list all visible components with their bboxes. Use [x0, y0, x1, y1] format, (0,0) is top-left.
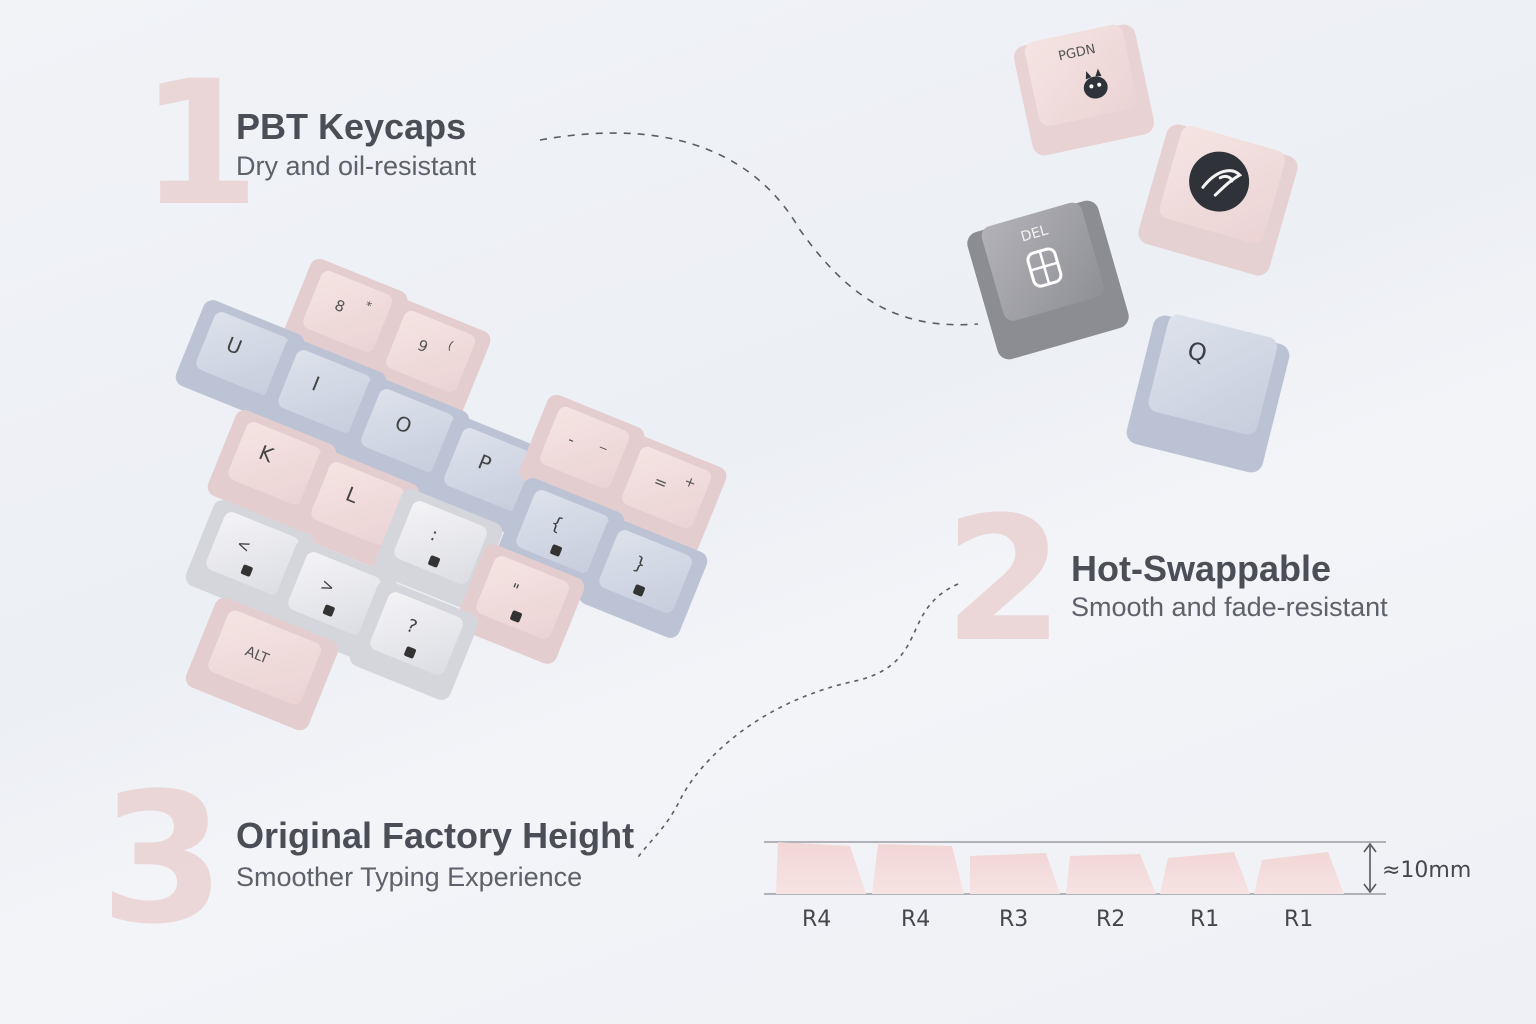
row-label-1: R4 — [802, 907, 831, 932]
svg-text:>: > — [318, 575, 338, 598]
connector-line-2 — [635, 583, 959, 861]
height-label: ≈10mm — [1382, 858, 1471, 883]
svg-text:*: * — [363, 298, 374, 313]
feature-number-1: 1 — [140, 43, 260, 244]
keycap-quote: " — [455, 544, 585, 664]
floating-keycap-q: Q — [1126, 314, 1290, 473]
connector-line-1 — [539, 132, 979, 326]
profile-keycap-r4-a — [776, 842, 866, 894]
keycap-equal: = + — [601, 434, 727, 554]
row-label-2: R4 — [901, 907, 930, 932]
svg-text:DEL: DEL — [1019, 222, 1050, 245]
feature-subtitle-1: Dry and oil-resistant — [236, 151, 477, 181]
svg-text:=: = — [651, 471, 671, 494]
row-label-5: R1 — [1190, 907, 1219, 932]
profile-keycap-r1-b — [1254, 852, 1344, 894]
brand-logo-icon — [1189, 151, 1250, 212]
floating-keycap-del: DEL — [967, 200, 1129, 360]
feature-title-1: PBT Keycaps — [236, 106, 467, 147]
keycap-alt: ALT — [185, 597, 339, 731]
profile-keycap-r3 — [970, 853, 1060, 894]
svg-text:+: + — [681, 473, 698, 492]
robot-icon — [1026, 247, 1063, 288]
feature-subtitle-2: Smooth and fade-resistant — [1071, 592, 1388, 622]
monster-icon — [1083, 68, 1108, 99]
keycap-cluster: 8 * 9 ( U I O — [175, 258, 727, 731]
floating-keycap-pgdn: PGDN — [1013, 24, 1155, 156]
height-profile-diagram: ≈10mm R4 R4 R3 R2 R1 R1 — [764, 841, 1471, 932]
row-label-6: R1 — [1284, 907, 1313, 932]
row-label-4: R2 — [1096, 907, 1125, 932]
svg-text:(: ( — [446, 338, 456, 353]
keycap-colon: : — [373, 489, 503, 609]
feature-title-3: Original Factory Height — [236, 815, 635, 856]
keycap-question: ? — [349, 580, 479, 700]
profile-keycap-r4-b — [872, 844, 964, 894]
feature-number-3: 3 — [100, 755, 226, 964]
feature-title-2: Hot-Swappable — [1071, 548, 1332, 589]
feature-subtitle-3: Smoother Typing Experience — [236, 862, 583, 892]
floating-keycap-logo — [1138, 124, 1298, 276]
profile-keycap-r1-a — [1160, 852, 1250, 894]
profile-keycap-r2 — [1066, 854, 1156, 894]
svg-text:<: < — [234, 534, 254, 557]
feature-number-2: 2 — [944, 479, 1064, 680]
keycap-brace-right: } — [578, 518, 708, 638]
row-label-3: R3 — [999, 907, 1028, 932]
